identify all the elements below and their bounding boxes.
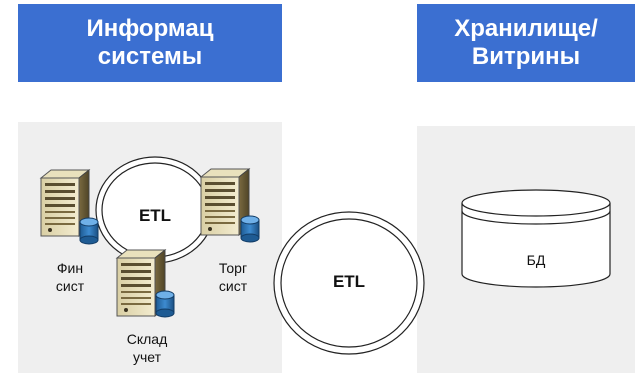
database-icon [155,290,175,318]
source-label-fin-line1: Фин [56,260,84,276]
source-label-fin-line2: сист [55,278,85,294]
source-label-fin: Фин сист [48,259,92,295]
header-information-systems: Информац системы [18,4,282,82]
database-icon [79,217,99,245]
header-left-line2: системы [97,43,203,70]
inner-etl-ring [95,156,215,264]
middle-etl-ring [273,211,425,355]
warehouse-database-label: БД [526,252,546,268]
warehouse-database-icon [461,189,611,288]
database-icon [240,215,260,243]
header-right-line1: Хранилище/ [454,15,598,42]
source-label-torg-line1: Торг [218,260,248,276]
middle-etl-label: ETL [332,272,366,291]
header-left-line1: Информац [86,15,214,42]
source-label-torg: Торг сист [211,259,255,295]
source-label-sklad-line1: Склад [126,331,168,347]
header-warehouse-marts: Хранилище/ Витрины [417,4,635,82]
source-label-torg-line2: сист [218,278,248,294]
header-right-line2: Витрины [471,43,581,70]
source-label-sklad-line2: учет [132,349,162,365]
source-label-sklad: Склад учет [119,330,175,366]
inner-etl-label: ETL [138,206,172,225]
